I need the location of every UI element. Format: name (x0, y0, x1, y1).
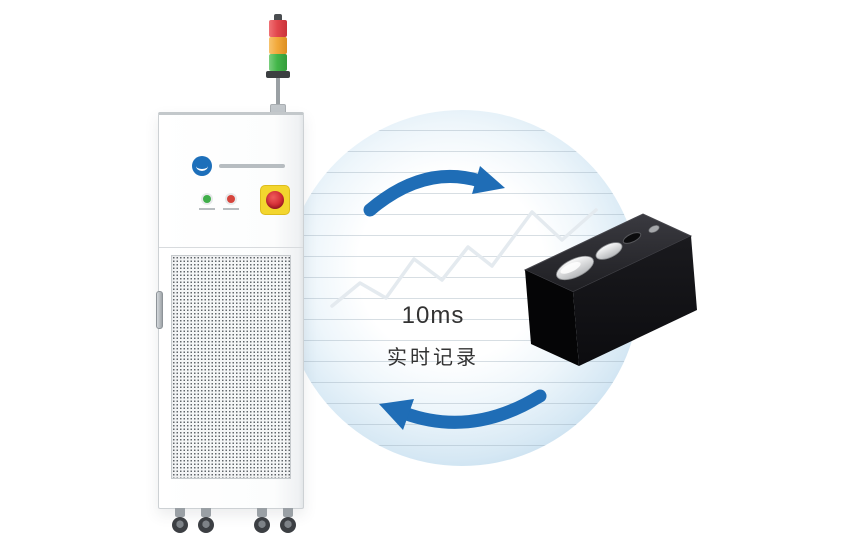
cabinet-handle (156, 291, 163, 329)
ventilation-grille (171, 255, 291, 479)
run-indicator-light (203, 195, 211, 203)
sample-rate-label: 10ms (401, 302, 465, 329)
stack-light-red-segment (269, 20, 287, 37)
terminal-highlight (560, 261, 581, 274)
stack-light-cap (274, 14, 282, 20)
center-annotation: 10ms 实时记录 (358, 302, 508, 370)
stack-light-amber-segment (269, 37, 287, 54)
stack-light-green-segment (269, 54, 287, 71)
battery-tester-cabinet (156, 14, 304, 548)
stack-light-mount (270, 104, 286, 113)
caster-wheel (280, 508, 296, 533)
stack-light-base (266, 71, 290, 78)
emergency-stop-button (266, 191, 284, 209)
battery-left-face (525, 270, 579, 366)
control-panel (159, 115, 303, 248)
alarm-indicator-label (223, 208, 239, 210)
caster-wheel (198, 508, 214, 533)
emergency-stop-plate (260, 185, 290, 215)
battery-front-face (573, 236, 697, 366)
run-indicator-label (199, 208, 215, 210)
caster-wheel (172, 508, 188, 533)
brand-logo-icon (192, 156, 212, 176)
stack-light-pole (276, 78, 280, 106)
alarm-indicator-light (227, 195, 235, 203)
battery-terminal-small (595, 242, 623, 260)
logo-wave-mark (196, 161, 208, 171)
cycle-arrow-bottom (379, 389, 547, 430)
battery-stud (648, 225, 660, 233)
caster-wheel (254, 508, 270, 533)
brand-text-placeholder (219, 164, 285, 168)
battery-vent (622, 232, 642, 244)
trend-line-chart (330, 208, 598, 308)
realtime-record-caption: 实时记录 (387, 347, 479, 369)
battery-cell (523, 213, 697, 366)
cabinet-body (156, 112, 304, 509)
cycle-arrow-top (363, 166, 505, 217)
